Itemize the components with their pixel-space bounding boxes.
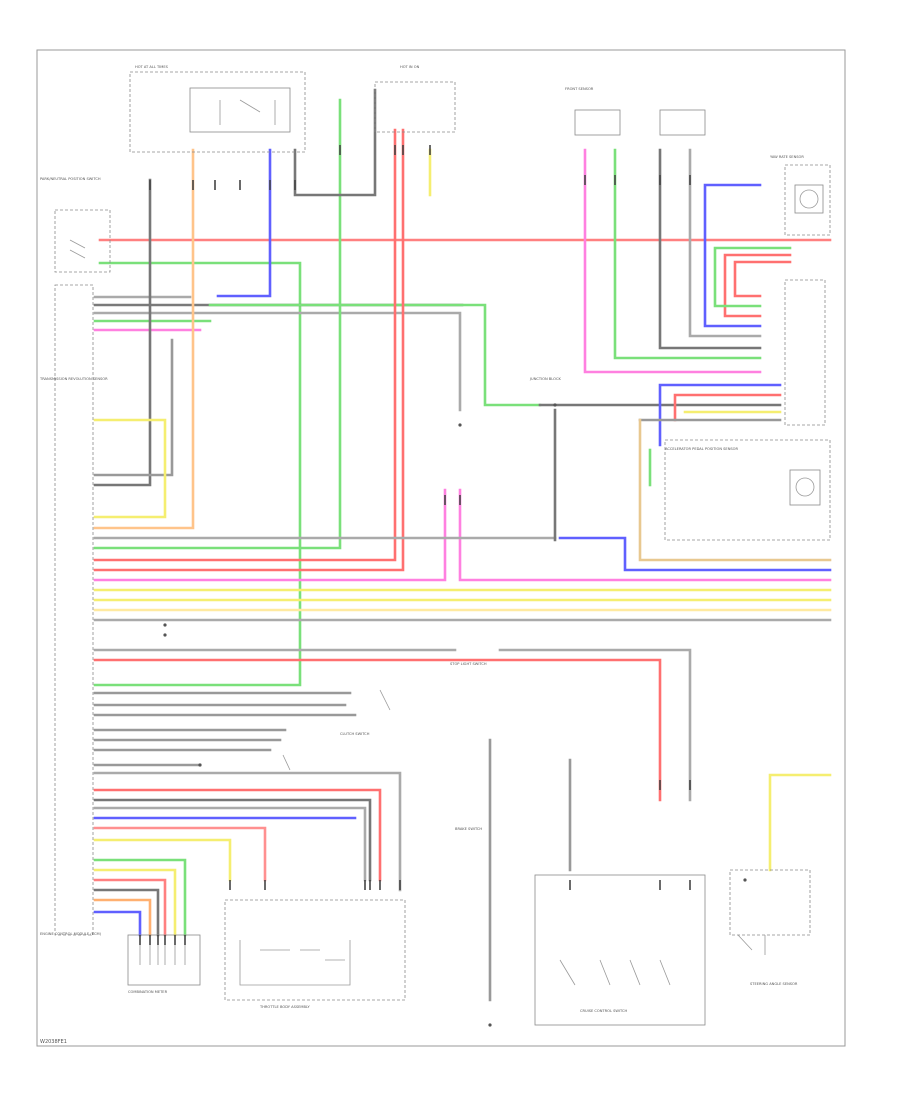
- steering-sensor-inner: [789, 469, 821, 506]
- front-sensor-left: [574, 109, 621, 136]
- connector-block-right: [784, 279, 826, 426]
- wire-red-right-1: [723, 253, 792, 318]
- caption-ecm: ENGINE CONTROL MODULE (ECM): [40, 932, 102, 936]
- wire-yellow-left: [93, 418, 167, 519]
- caption-fuse-2: HOT IN ON: [400, 65, 420, 69]
- wire-red-t1: [93, 788, 382, 882]
- front-sensor-right: [659, 109, 706, 136]
- caption-throttle-body: THROTTLE BODY ASSEMBLY: [259, 1005, 310, 1009]
- fuse-box-right: [374, 81, 456, 133]
- caption-combination-meter: COMBINATION METER: [128, 990, 168, 994]
- wire-green-center: [93, 98, 342, 550]
- caption-brake: BRAKE SWITCH: [455, 827, 482, 831]
- caption-front-sensor: FRONT SENSOR: [565, 87, 594, 91]
- wire-blue-bundle: [658, 383, 782, 447]
- yaw-sensor-inner: [794, 184, 824, 214]
- throttle-body: [224, 899, 406, 1001]
- switch-accel: [737, 934, 766, 955]
- splice-dots: [163, 403, 747, 1027]
- caption-trans-sensor: TRANSMISSION REVOLUTION SENSOR: [39, 377, 108, 381]
- yaw-sensor-symbol: [799, 189, 819, 209]
- meter-pins: [139, 945, 186, 965]
- caption-yaw-sensor: YAW RATE SENSOR: [770, 155, 804, 159]
- switch-cruise-1: [559, 959, 671, 986]
- throttle-internals: [239, 940, 351, 986]
- wire-gray-3: [93, 311, 462, 412]
- caption-park-neutral: PARK/NEUTRAL POSITION SWITCH: [40, 177, 101, 181]
- wire-blue-c1: [93, 910, 142, 937]
- caption-steering-sensor: STEERING ANGLE SENSOR: [750, 982, 798, 986]
- wire-red-center-1: [93, 128, 397, 562]
- caption-stop-light: STOP LIGHT SWITCH: [450, 662, 487, 666]
- wire-yellow-rb: [768, 773, 832, 872]
- wire-blue-right: [703, 183, 762, 328]
- wire-green-c1: [93, 858, 187, 937]
- steering-sensor-box: [664, 439, 831, 541]
- wire-red-lower: [93, 658, 662, 802]
- switch-relay: [219, 99, 276, 125]
- wire-pink-t1: [93, 826, 267, 882]
- switch-park: [69, 239, 86, 259]
- wire-gray-right-2: [688, 148, 762, 338]
- diagram-code: W2038FE1: [40, 1039, 67, 1045]
- wire-red-center-2: [93, 128, 405, 572]
- wire-pink-right: [583, 148, 762, 374]
- wire-green-right: [613, 148, 762, 360]
- park-neutral-switch: [54, 209, 111, 273]
- wire-green-mid: [93, 303, 542, 407]
- wire-gray-t3: [93, 806, 367, 882]
- wire-red-right-2: [733, 260, 792, 298]
- caption-junction: JUNCTION BLOCK: [529, 377, 561, 381]
- cruise-control-switch: [534, 874, 706, 1026]
- wire-gray-c1: [93, 888, 160, 937]
- wire-red-bundle: [673, 393, 782, 422]
- captions: PARK/NEUTRAL POSITION SWITCH TRANSMISSIO…: [39, 65, 804, 1013]
- relay-box: [189, 87, 291, 133]
- steering-sensor-symbol: [795, 477, 815, 497]
- wire-gray-t2: [93, 798, 372, 882]
- caption-fuse-1: HOT AT ALL TIMES: [135, 65, 169, 69]
- wire-gray-top: [293, 88, 377, 197]
- wire-gray-v1: [93, 178, 152, 487]
- details: [69, 99, 819, 1027]
- caption-accel: ACCELERATOR PEDAL POSITION SENSOR: [665, 447, 738, 451]
- wire-orange: [93, 148, 195, 530]
- wire-green-left: [93, 261, 302, 687]
- wire-green-right-2: [713, 246, 792, 308]
- diagram-frame: [36, 49, 846, 1047]
- wire-blue-lower: [558, 536, 832, 572]
- wire-red-c1: [93, 878, 167, 937]
- ecm-box: [54, 284, 94, 936]
- switch-clutch: [282, 689, 391, 771]
- wire-yellow-c1: [93, 868, 177, 937]
- wire-orange-c1: [93, 898, 152, 937]
- wire-blue-top: [216, 148, 272, 298]
- wires: [93, 88, 832, 1002]
- components: [54, 71, 831, 1026]
- accel-pedal-box: [729, 869, 811, 936]
- wire-gray-v2: [93, 338, 174, 477]
- caption-cruise-switch: CRUISE CONTROL SWITCH: [580, 1009, 627, 1013]
- wire-gray-t1: [93, 771, 402, 892]
- wire-pink-long: [93, 488, 832, 582]
- connector-ticks: [139, 145, 691, 945]
- wire-tan-right: [638, 418, 832, 562]
- wire-gray-right-1: [658, 148, 762, 350]
- wire-gray-lower: [93, 648, 692, 802]
- wire-yellow-t1: [93, 838, 232, 882]
- combination-meter: [127, 934, 201, 986]
- yaw-sensor-box: [784, 164, 831, 236]
- caption-clutch: CLUTCH SWITCH: [340, 732, 370, 736]
- fuse-box-left: [129, 71, 306, 153]
